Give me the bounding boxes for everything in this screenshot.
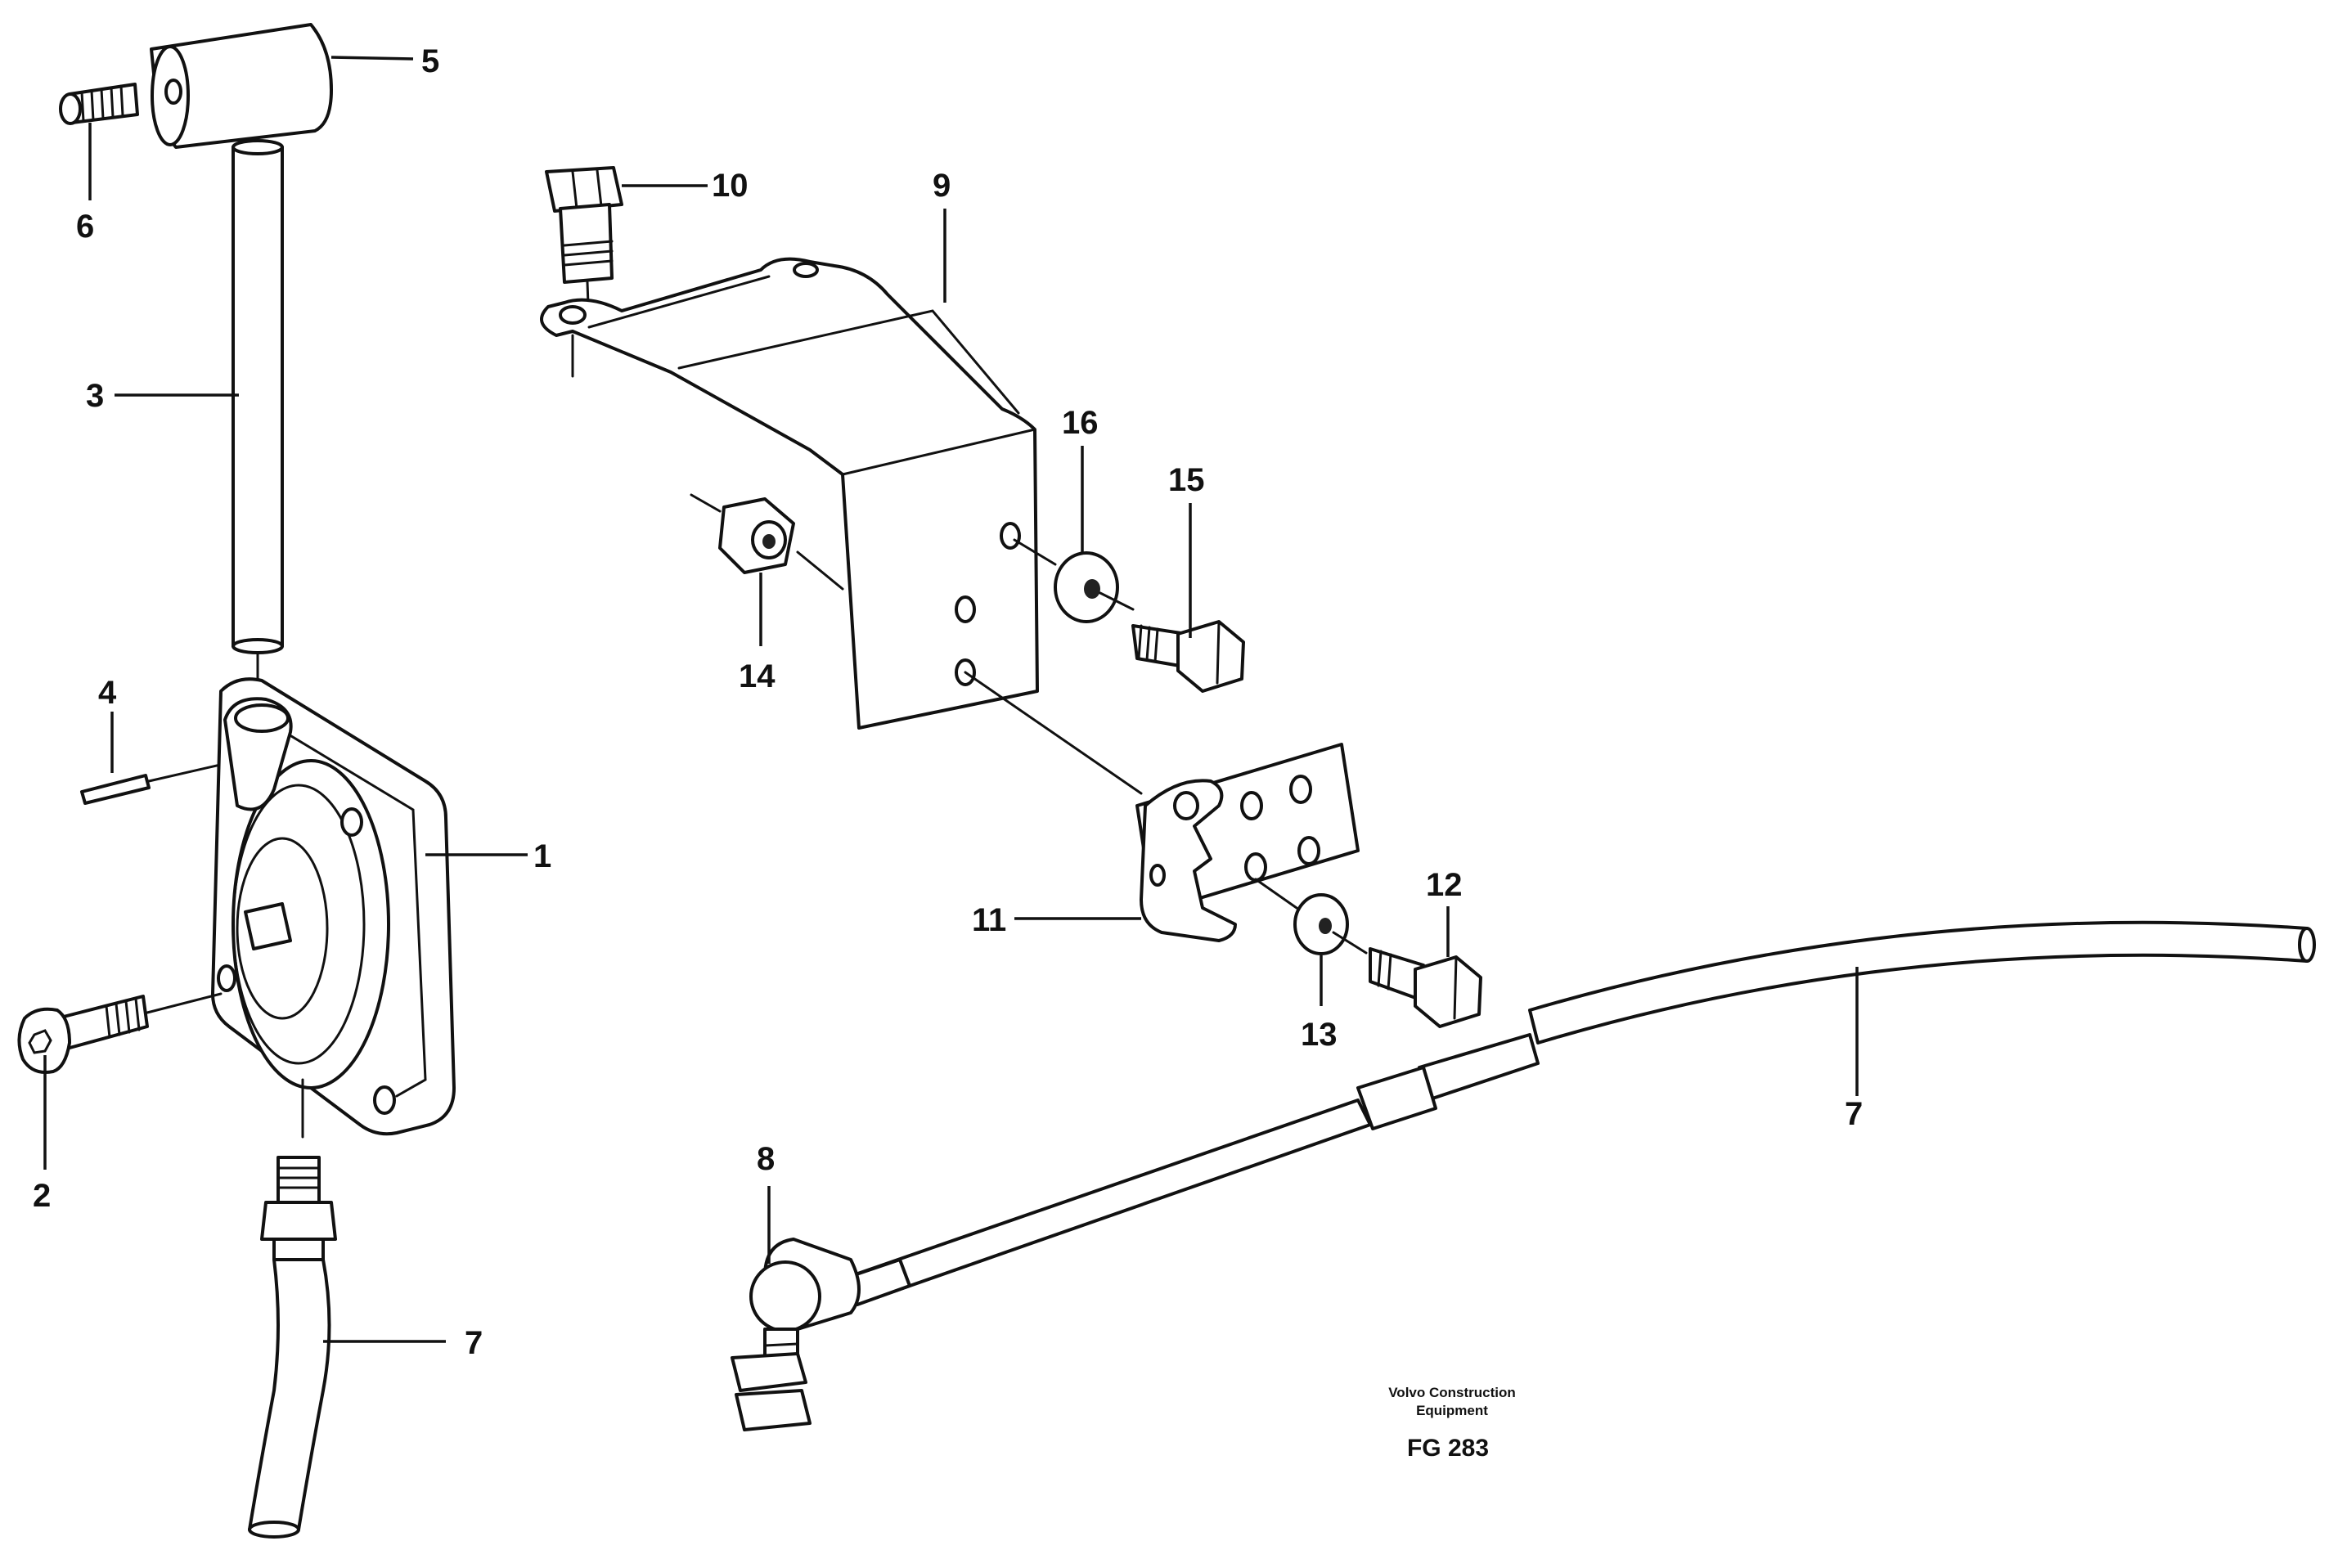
callout-5: 5 bbox=[421, 43, 439, 79]
callout-15: 15 bbox=[1168, 462, 1205, 498]
callout-14: 14 bbox=[739, 658, 776, 694]
washer-lower bbox=[1254, 878, 1368, 955]
cap-screw bbox=[17, 992, 223, 1074]
latch-plate bbox=[964, 671, 1360, 942]
callout-11: 11 bbox=[972, 902, 1006, 938]
callout-1: 1 bbox=[533, 838, 551, 874]
callout-3: 3 bbox=[86, 378, 104, 414]
valve-housing bbox=[211, 677, 456, 1139]
callout-7-right: 7 bbox=[1845, 1096, 1863, 1132]
caption-brand-line1: Volvo Construction bbox=[1388, 1385, 1516, 1400]
hose-left bbox=[248, 1258, 331, 1539]
caption-brand-line2: Equipment bbox=[1416, 1403, 1488, 1418]
hex-nut bbox=[690, 493, 844, 591]
caption: Volvo Construction Equipment FG 283 bbox=[1388, 1385, 1516, 1462]
hose-fitting-left bbox=[260, 1156, 337, 1261]
callout-9: 9 bbox=[933, 168, 951, 204]
ball-joint bbox=[731, 1238, 861, 1431]
leader-lines bbox=[43, 56, 1859, 1343]
set-screw bbox=[59, 83, 139, 125]
hex-bolt-upper bbox=[1131, 620, 1245, 693]
callout-10: 10 bbox=[712, 168, 749, 204]
callout-8: 8 bbox=[757, 1141, 775, 1177]
lever-rod bbox=[232, 139, 284, 705]
hex-bolt-lower bbox=[1369, 947, 1482, 1028]
caption-code: FG 283 bbox=[1407, 1435, 1489, 1462]
hex-bolt-top bbox=[545, 166, 623, 329]
callouts: 5 6 3 4 1 2 7 7 8 9 10 11 12 13 14 15 16 bbox=[33, 43, 1863, 1361]
callout-12: 12 bbox=[1426, 867, 1463, 903]
callout-13: 13 bbox=[1301, 1017, 1338, 1053]
callout-16: 16 bbox=[1062, 405, 1099, 441]
knob bbox=[150, 23, 333, 149]
bracket bbox=[540, 257, 1039, 730]
control-cable bbox=[845, 920, 2316, 1306]
callout-7-left: 7 bbox=[465, 1325, 483, 1361]
pin bbox=[80, 762, 229, 805]
callout-2: 2 bbox=[33, 1178, 51, 1214]
callout-4: 4 bbox=[98, 675, 117, 711]
callout-6: 6 bbox=[76, 209, 94, 245]
washer-upper bbox=[1013, 538, 1135, 623]
